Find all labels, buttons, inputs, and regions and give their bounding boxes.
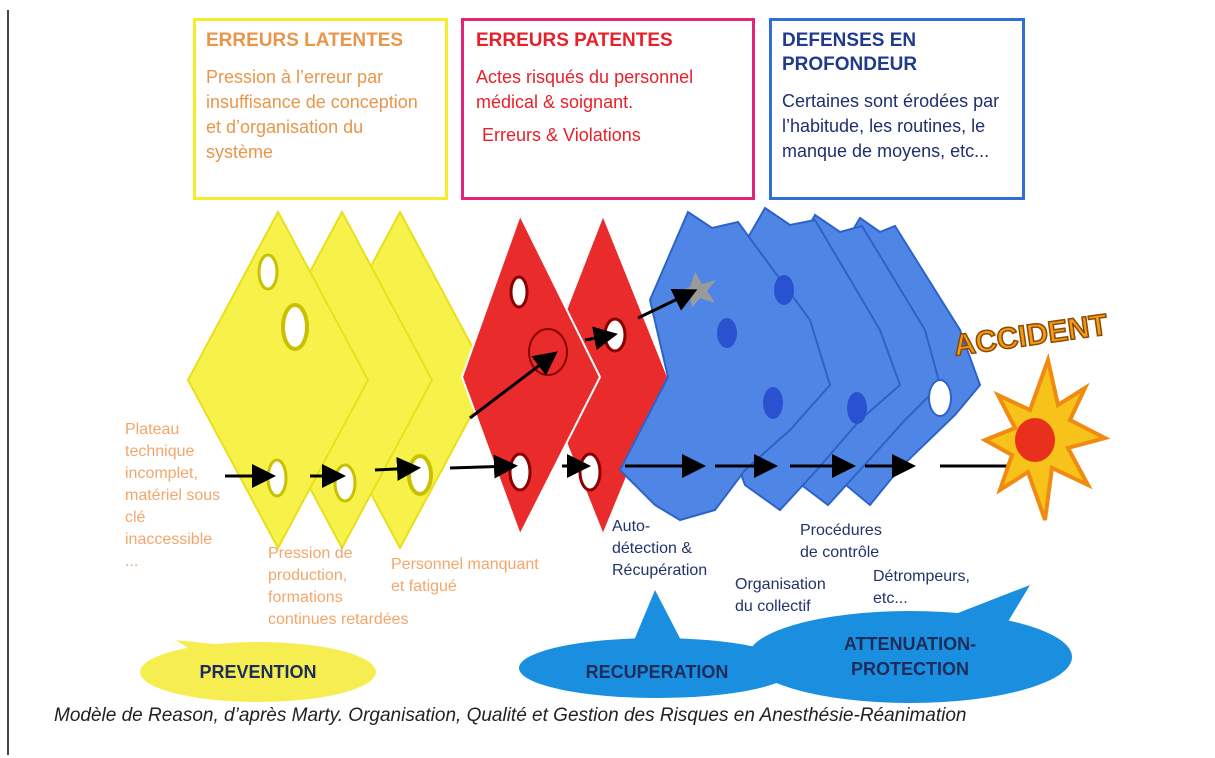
latent-errors-text: Pression à l’erreur par insuffisance de … (206, 67, 418, 162)
defenses-text: Certaines sont érodées par l’habitude, l… (782, 91, 1000, 161)
yellow-plate-hole (407, 454, 433, 496)
yellow-plate-hole (281, 303, 309, 351)
patent-errors-box: ERREURS PATENTES Actes risqués du person… (461, 18, 755, 200)
red-plate-1 (460, 212, 602, 538)
yellow-plate-hole (266, 458, 288, 498)
recuperation-bubble-tail (630, 590, 685, 650)
blue-plate-hole (717, 318, 737, 348)
attenuation-label-line1: ATTENUATION- (844, 634, 976, 654)
prevention-bubble-tail (176, 640, 232, 660)
yellow-plate-hole (333, 463, 357, 503)
accident-label: ACCIDENT (952, 308, 1110, 362)
latent-errors-title: ERREURS LATENTES (206, 30, 404, 51)
trajectory-arrow (637, 288, 698, 320)
recuperation-label: RECUPERATION (586, 662, 729, 682)
accident-burst-core (1015, 418, 1055, 462)
yellow-plate-hole (257, 253, 279, 291)
label-pression-production: Pression de production, formations conti… (268, 545, 409, 628)
recuperation-bubble-shape (519, 638, 795, 698)
label-detrompeurs: Détrompeurs, etc... (873, 568, 970, 607)
blue-plate-hole (774, 275, 794, 305)
patent-errors-text: Actes risqués du personnel médical & soi… (476, 67, 694, 112)
trajectory-arrow (449, 454, 518, 479)
recuperation-bubble: RECUPERATION (519, 590, 795, 698)
latent-errors-box: ERREURS LATENTES Pression à l’erreur par… (193, 18, 448, 200)
prevention-label: PREVENTION (199, 662, 316, 682)
label-personnel-manquant: Personnel manquant et fatigué (391, 556, 539, 595)
blue-plate-hole (763, 387, 783, 419)
red-plate-hole (508, 452, 532, 492)
label-plateau-technique: Plateau technique incomplet, matériel so… (125, 421, 221, 570)
red-plate-hole (509, 275, 529, 309)
patent-errors-title: ERREURS PATENTES (476, 30, 673, 51)
patent-errors-subtext: Erreurs & Violations (482, 125, 641, 145)
red-plate-hole (578, 452, 602, 492)
prevention-bubble: PREVENTION (140, 640, 376, 702)
attenuation-label-line2: PROTECTION (851, 659, 969, 679)
blue-plates (618, 206, 982, 522)
defenses-title: DEFENSES EN PROFONDEUR (782, 30, 918, 75)
trajectory-arrow (584, 326, 618, 351)
blue-plate-hole (847, 392, 867, 424)
label-organisation-collectif: Organisation du collectif (735, 576, 826, 615)
attenuation-bubble: ATTENUATION- PROTECTION (748, 585, 1072, 703)
defenses-box: DEFENSES EN PROFONDEUR Certaines sont ér… (769, 18, 1025, 200)
yellow-plates (186, 209, 492, 551)
trajectory-arrow (374, 456, 421, 481)
attenuation-bubble-shape (748, 611, 1072, 703)
left-border-line (7, 10, 9, 755)
label-auto-detection: Auto- détection & Récupération (612, 518, 708, 579)
blue-plate-hole (928, 379, 952, 417)
label-procedures-controle: Procédures de contrôle (800, 522, 882, 561)
trajectory-arrow (469, 351, 558, 420)
figure-caption: Modèle de Reason, d’après Marty. Organis… (54, 705, 967, 726)
prevention-bubble-shape (140, 642, 376, 702)
